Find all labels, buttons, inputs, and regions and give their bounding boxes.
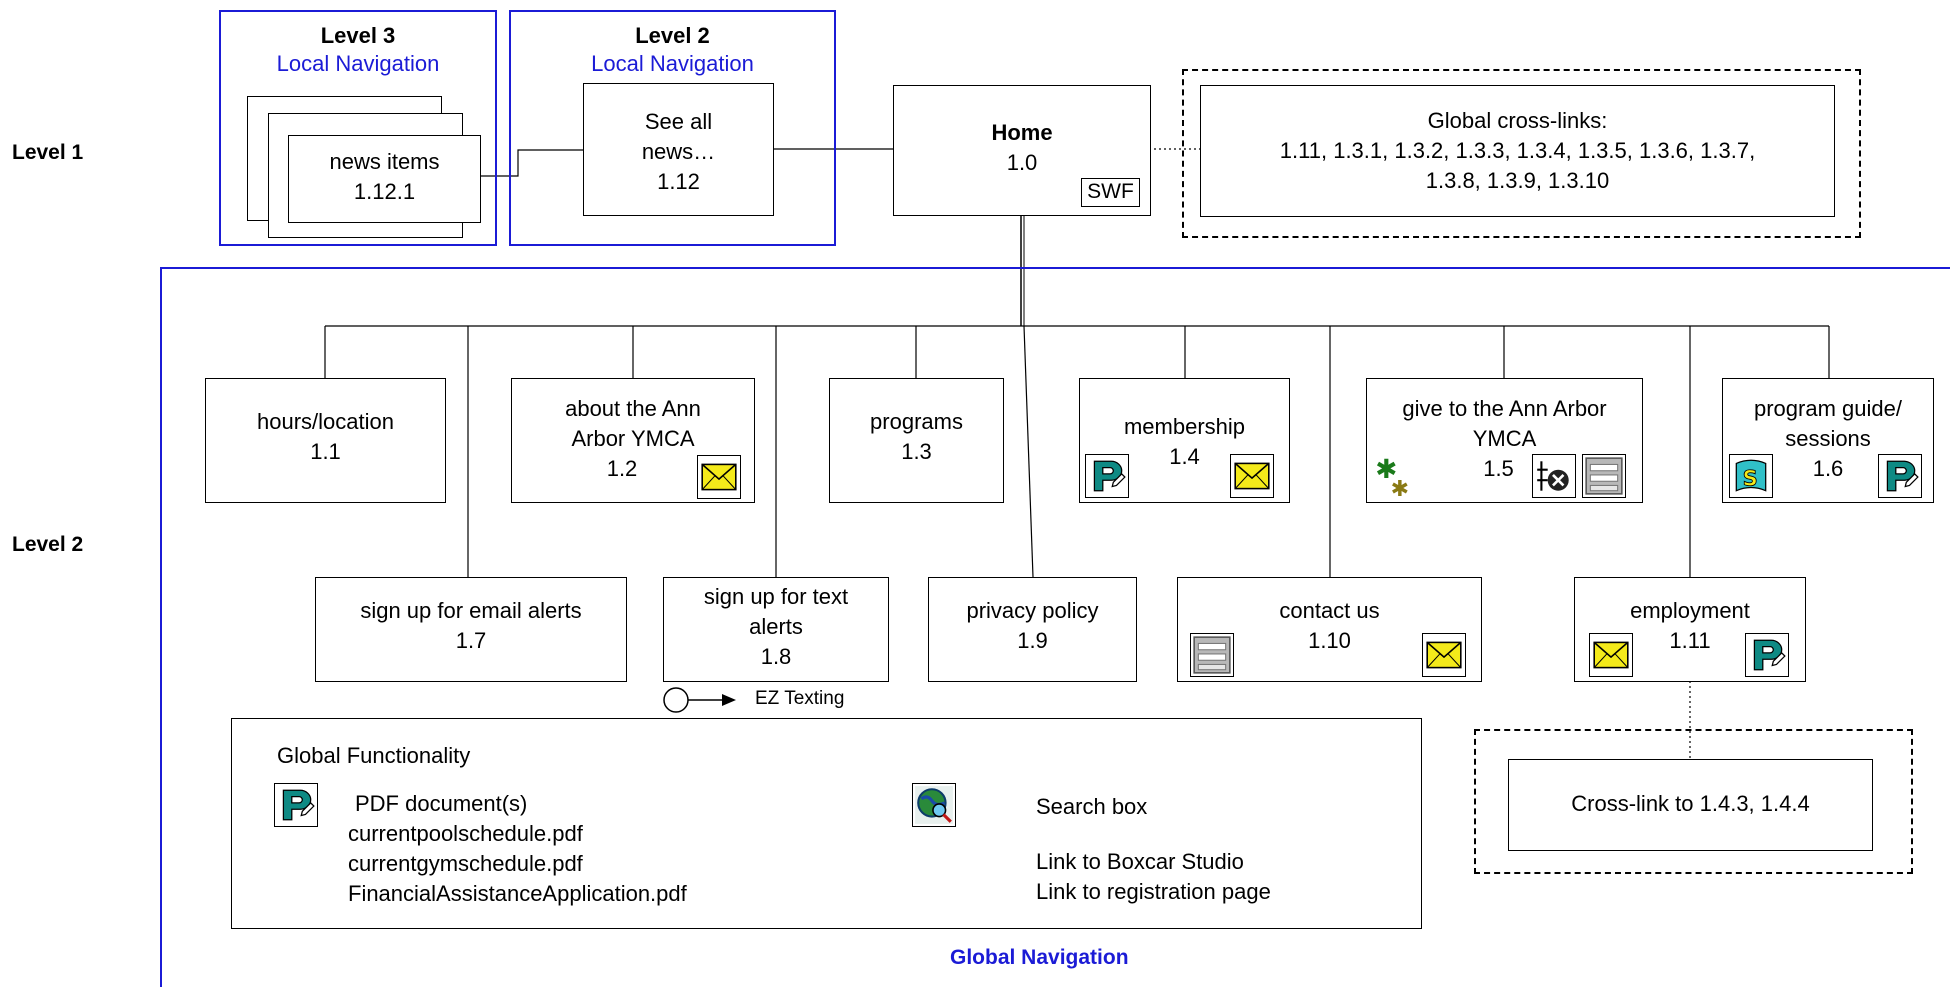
node-id: 1.12 (657, 169, 700, 194)
level-2-subtitle: Local Navigation (591, 51, 754, 76)
node-label: privacy policy (966, 598, 1099, 623)
pdf-file-item[interactable]: FinancialAssistanceApplication.pdf (348, 881, 687, 906)
node-see-all-news[interactable]: See all news… 1.12 (583, 83, 774, 216)
node-label: Home (991, 120, 1053, 145)
cross-links-container (1182, 69, 1861, 238)
node-label-line2: YMCA (1472, 426, 1537, 451)
email-envelope-icon (1422, 633, 1466, 677)
node-global-cross-links: Global cross-links: 1.11, 1.3.1, 1.3.2, … (1200, 85, 1835, 217)
node-label-line1: See all (644, 109, 713, 134)
node-id: 1.10 (1308, 628, 1351, 653)
ez-texting-link[interactable]: EZ Texting (755, 688, 845, 709)
node-label: sign up for email alerts (360, 598, 582, 623)
node-label-line1: program guide/ (1754, 396, 1902, 421)
svg-text:✱: ✱ (1391, 477, 1409, 498)
cross-link-label: Cross-link to 1.4.3, 1.4.4 (1571, 791, 1810, 816)
secure-payment-icon (1532, 454, 1576, 498)
node-programs[interactable]: programs 1.3 (829, 378, 1004, 503)
node-home[interactable]: Home 1.0 SWF (893, 85, 1151, 216)
node-id: 1.7 (455, 628, 487, 653)
node-id: 1.6 (1812, 456, 1844, 481)
node-news-items[interactable]: news items 1.12.1 (288, 135, 481, 223)
form-icon (1582, 454, 1626, 498)
node-label: programs (870, 409, 963, 434)
node-id: 1.11 (1669, 628, 1711, 653)
flash-icon: S (1729, 454, 1773, 498)
donate-asterisk-icon: ✱✱ (1373, 454, 1417, 502)
pdf-document-icon (1745, 633, 1789, 677)
svg-text:✱: ✱ (1375, 454, 1397, 485)
link-legend-line: Link to registration page (1036, 879, 1271, 904)
node-label-line2: Arbor YMCA (571, 426, 695, 451)
node-employment-cross-link: Cross-link to 1.4.3, 1.4.4 (1508, 759, 1873, 851)
pdf-file-item[interactable]: currentpoolschedule.pdf (348, 821, 583, 846)
global-navigation-label: Global Navigation (950, 946, 1129, 969)
pdf-legend-label: PDF document(s) (355, 791, 528, 816)
node-email-alerts[interactable]: sign up for email alerts 1.7 (315, 577, 627, 682)
pdf-document-icon (1878, 454, 1922, 498)
node-id: 1.0 (1006, 150, 1038, 175)
global-functionality-panel: Global Functionality PDF document(s) cur… (231, 718, 1422, 929)
level-3-subtitle: Local Navigation (276, 51, 440, 76)
node-program-guide[interactable]: program guide/ sessions 1.6 S (1722, 378, 1934, 503)
node-label: hours/location (257, 409, 394, 434)
node-label-line2: news… (641, 139, 716, 164)
node-id: 1.3 (901, 439, 932, 464)
swf-badge: SWF (1081, 178, 1140, 207)
level-3-local-navigation: Level 3 Local Navigation (219, 10, 497, 246)
svg-text:S: S (1743, 466, 1758, 490)
node-id: 1.9 (1017, 628, 1048, 653)
link-legend-labels: Link to Boxcar Studio Link to registrati… (1036, 847, 1271, 907)
level-1-label: Level 1 (12, 141, 84, 164)
email-envelope-icon (697, 455, 741, 499)
node-id: 1.4 (1169, 444, 1200, 469)
node-id: 1.8 (760, 644, 792, 669)
node-id: 1.2 (606, 456, 638, 481)
employment-cross-link-container (1474, 729, 1913, 874)
level-3-title: Level 3 (320, 23, 396, 48)
node-privacy-policy[interactable]: privacy policy 1.9 (928, 577, 1137, 682)
node-label-line2: alerts (749, 614, 803, 639)
pdf-file-list: currentpoolschedule.pdf currentgymschedu… (348, 819, 687, 909)
pdf-file-item[interactable]: currentgymschedule.pdf (348, 851, 583, 876)
node-label: employment (1630, 598, 1750, 623)
node-membership[interactable]: membership 1.4 (1079, 378, 1290, 503)
external-link-arrow-icon (912, 848, 992, 876)
pdf-document-icon (274, 783, 318, 827)
node-label: membership (1123, 414, 1246, 439)
email-envelope-icon (1589, 633, 1633, 677)
cross-links-line2: 1.3.8, 1.3.9, 1.3.10 (1425, 168, 1610, 193)
link-legend-line: Link to Boxcar Studio (1036, 849, 1244, 874)
node-label-line2: sessions (1785, 426, 1871, 451)
node-contact-us[interactable]: contact us 1.10 (1177, 577, 1482, 682)
email-envelope-icon (1230, 454, 1274, 498)
pdf-document-icon (1085, 454, 1129, 498)
search-globe-icon (912, 783, 956, 827)
node-text-alerts[interactable]: sign up for text alerts 1.8 (663, 577, 889, 682)
node-id: 1.1 (310, 439, 341, 464)
node-label: contact us (1279, 598, 1380, 623)
global-functionality-title: Global Functionality (277, 743, 471, 768)
node-id: 1.12.1 (353, 179, 416, 204)
node-give-to-ymca[interactable]: give to the Ann Arbor YMCA 1.5 ✱✱ (1366, 378, 1643, 503)
node-employment[interactable]: employment 1.11 (1574, 577, 1806, 682)
node-hours-location[interactable]: hours/location 1.1 (205, 378, 446, 503)
node-label: news items (329, 149, 440, 174)
node-label-line1: about the Ann (565, 396, 701, 421)
node-about-ymca[interactable]: about the Ann Arbor YMCA 1.2 (511, 378, 755, 503)
cross-links-title: Global cross-links: (1427, 108, 1608, 133)
global-navigation-frame (160, 267, 1950, 987)
level-2-local-navigation: Level 2 Local Navigation (509, 10, 836, 246)
level-2-title: Level 2 (635, 23, 710, 48)
cross-links-line1: 1.11, 1.3.1, 1.3.2, 1.3.3, 1.3.4, 1.3.5,… (1279, 138, 1756, 163)
form-icon (1190, 633, 1234, 677)
search-legend-label: Search box (1036, 794, 1148, 819)
level-2-label: Level 2 (12, 533, 84, 556)
node-label-line1: give to the Ann Arbor (1402, 396, 1607, 421)
node-id: 1.5 (1483, 456, 1514, 481)
node-label-line1: sign up for text (703, 584, 849, 609)
